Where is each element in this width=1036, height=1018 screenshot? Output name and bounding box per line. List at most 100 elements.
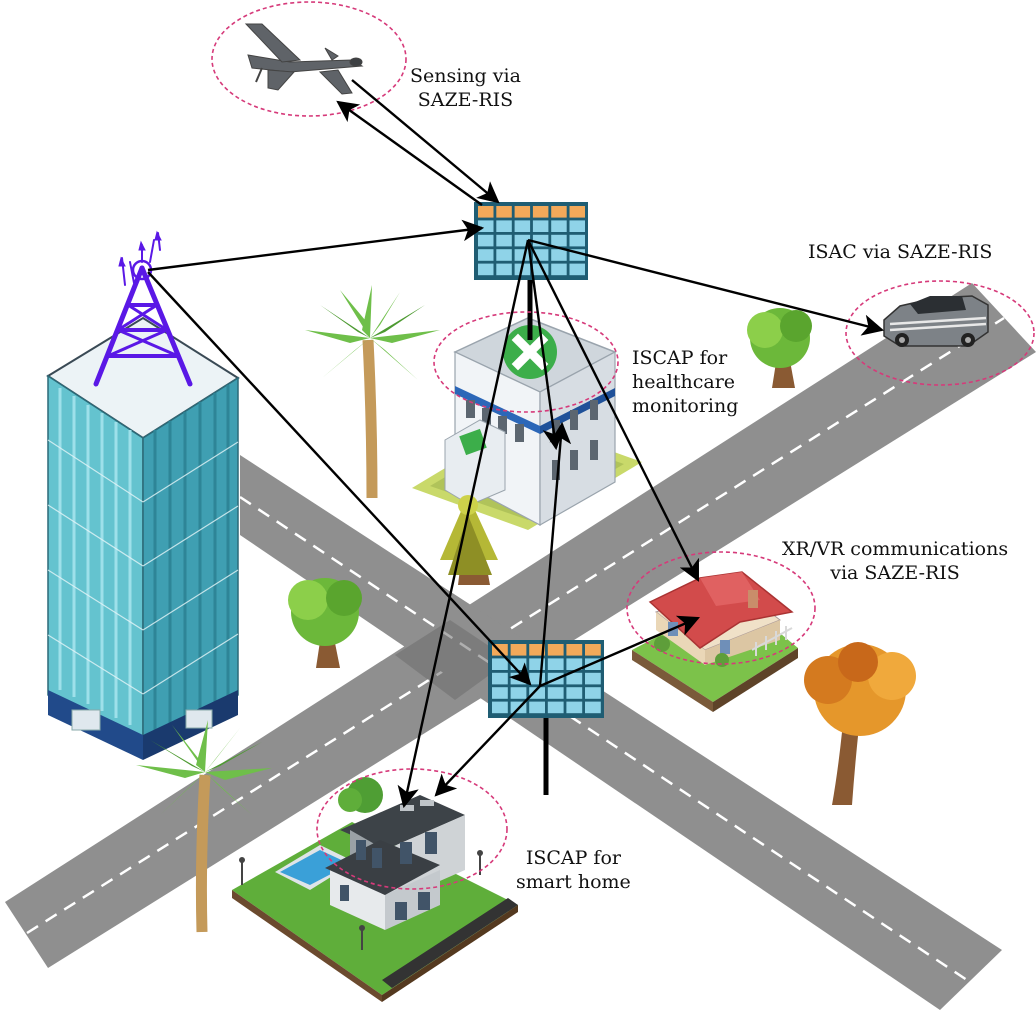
ris-element [492,701,508,714]
ris-element [532,206,549,218]
xrvr-label-line: XR/VR communications [782,538,1009,560]
sensing-zone [211,1,407,117]
ris-element [551,234,567,247]
link-ris-top-to-house [526,239,700,582]
link-ris-bottom-to-house [539,615,700,688]
ris-element [569,206,585,218]
ris-element [547,687,564,699]
ris-element [551,249,567,261]
road-diagonal-up [5,283,1036,968]
road-diagonal-down [240,455,1002,1010]
ris-element [478,234,494,247]
ris-element [585,672,601,685]
link-ris-top-to-hospital [526,239,565,451]
road-diagonal-down-marking [239,495,971,984]
isac-label: ISAC via SAZE-RIS [808,240,992,264]
ris-element [569,263,585,276]
ris-element [496,249,512,261]
ris-element [566,672,583,685]
palm-tree-icon [136,720,272,933]
iscap-smart-home-label: ISCAP for smart home [516,846,631,894]
skyscraper-icon [46,316,240,760]
ris-element [532,220,549,232]
ris-element [532,234,549,247]
isac-label-line: ISAC via SAZE-RIS [808,241,993,263]
road-network [5,283,1036,1010]
ris-panel-bottom [488,640,604,795]
ris-element [478,220,494,232]
xrvr-zone [626,551,816,665]
road-diagonal-up-marking [26,316,1005,935]
palm-tree-icon [305,285,440,499]
iscap-healthcare-label-line: monitoring [632,395,739,417]
ris-element [492,672,508,685]
ris-element [566,687,583,699]
ris-element [551,206,567,218]
ris-element [514,206,531,218]
road-intersection-shadow [395,620,510,700]
ris-element [585,644,601,656]
link-ris-bottom-to-hospital [538,421,572,687]
smart-home-zone [316,768,508,890]
ris-element [569,234,585,247]
link-bs-to-ris-top [147,219,485,272]
xrvr-label: XR/VR communications via SAZE-RIS [782,537,1008,585]
ris-element [478,249,494,261]
ris-element [529,672,545,685]
ris-element [569,249,585,261]
link-ris-to-uav [336,100,483,206]
ris-element [547,701,564,714]
healthcare-zone [433,311,619,413]
autumn-tree-icon [804,642,916,805]
link-uav-to-ris [351,79,500,204]
ris-element [566,658,583,670]
smart-home-icon [232,777,518,1002]
ris-element [529,658,545,670]
drone-icon [244,23,364,95]
iscap-healthcare-label-line: healthcare [632,371,736,393]
antenna-tower-icon [93,230,193,387]
iscap-smart-home-label-line: ISCAP for [525,847,621,869]
ris-element [585,687,601,699]
ris-element [551,263,567,276]
sensing-label-line: SAZE-RIS [417,89,514,111]
ris-element [510,644,527,656]
ris-element [514,220,531,232]
tree-icon [288,578,362,668]
sensing-label-line: Sensing via [410,65,521,87]
ris-element [478,263,494,276]
ris-element [547,644,564,656]
iscap-healthcare-label: ISCAP for healthcare monitoring [632,346,738,418]
iscap-smart-home-label-line: smart home [516,871,631,893]
isac-zone [845,280,1035,386]
sensing-label: Sensing via SAZE-RIS [410,64,521,112]
ris-element [569,220,585,232]
ris-element [547,658,564,670]
car-icon [883,295,989,347]
ris-element [529,701,545,714]
ris-element [492,687,508,699]
link-ris-top-to-smart-home [397,239,530,809]
ris-element [514,249,531,261]
ris-element [529,644,545,656]
ris-element [529,687,545,699]
ris-element [510,687,527,699]
ris-element [585,701,601,714]
ris-element [496,220,512,232]
tree-icon [747,308,812,388]
ris-element [566,644,583,656]
link-ris-bottom-to-smart-home [434,685,541,797]
iscap-healthcare-label-line: ISCAP for [632,347,728,369]
hospital-icon [412,317,642,530]
link-ris-to-car [527,238,885,336]
xrvr-label-line: via SAZE-RIS [830,562,960,584]
link-bs-to-ris-bottom [147,271,532,686]
house-icon [632,571,798,712]
ris-element [551,220,567,232]
ris-element [532,249,549,261]
ris-element [566,701,583,714]
ris-element [514,234,531,247]
ris-element [532,263,549,276]
